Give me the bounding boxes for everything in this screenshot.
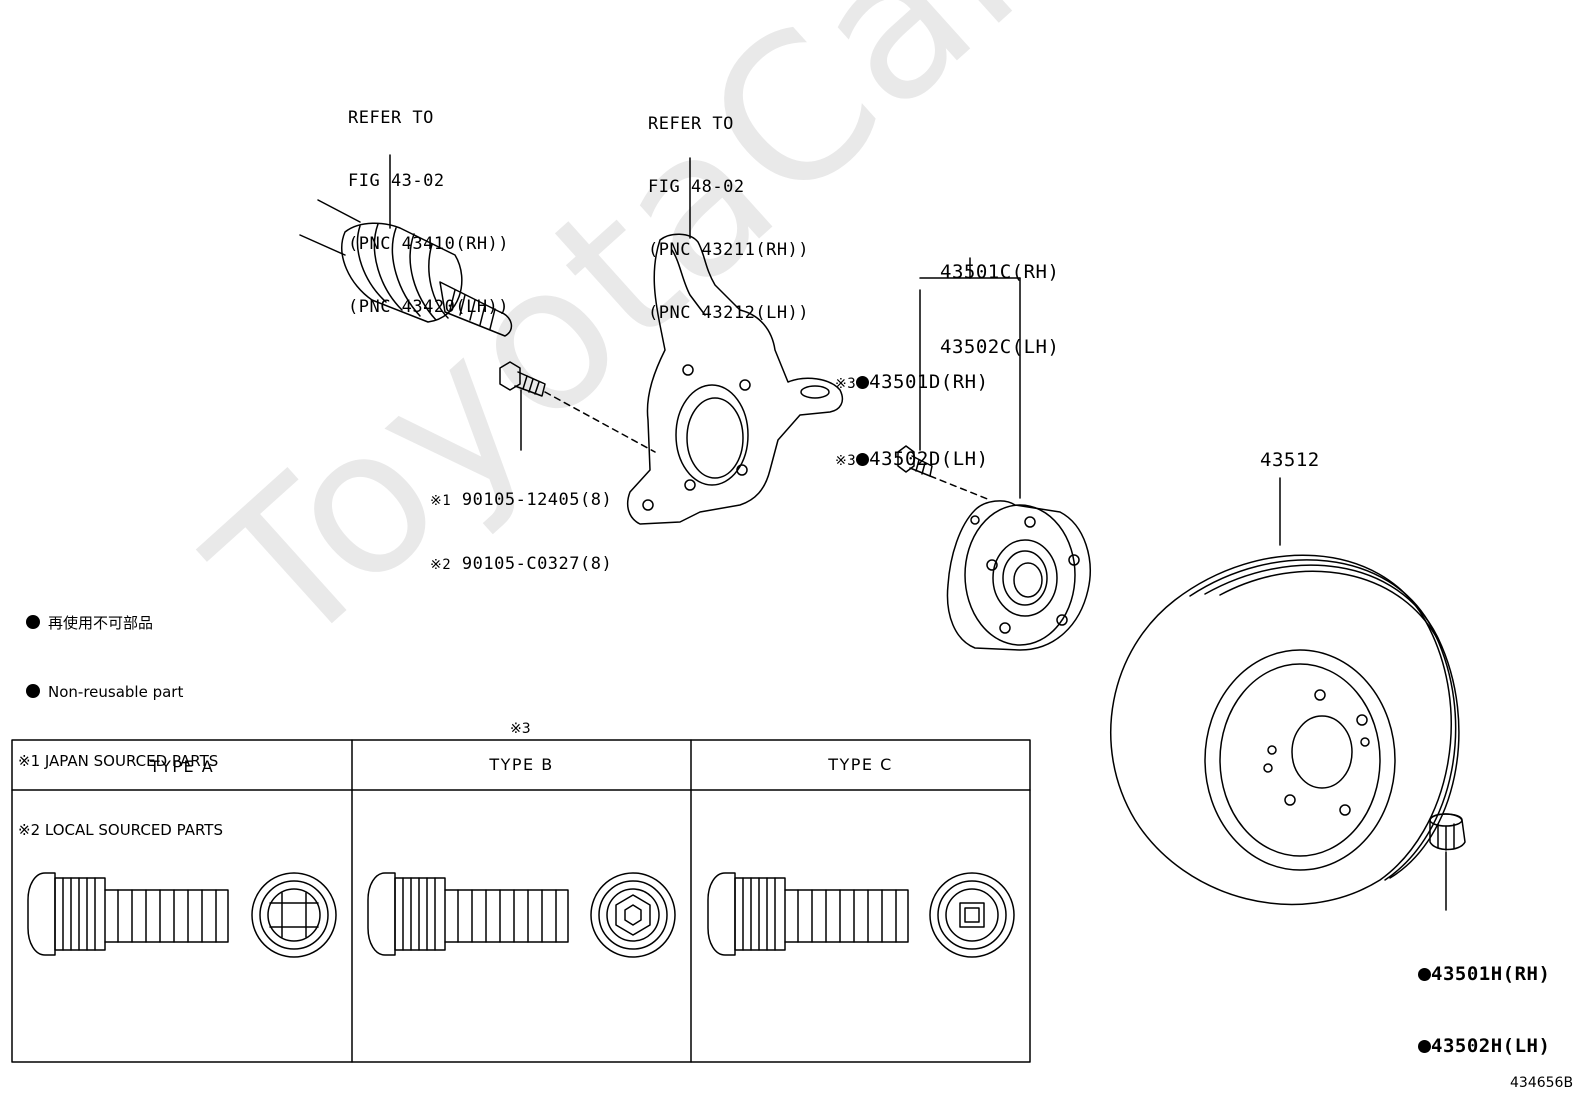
drive-shaft-callout: REFER TO FIG 43-02 (PNC 43410(RH)) (PNC … [348, 66, 509, 339]
part-number-90105-12405: 90105-12405(8) [461, 490, 613, 510]
knuckle-callout-line: (PNC 43211(RH)) [648, 240, 810, 260]
nonreusable-dot [26, 684, 40, 698]
drive-shaft-illustration [299, 154, 513, 337]
hub-bolt-illustration [897, 445, 991, 501]
bolt-illustration [499, 361, 656, 453]
stud-type-c [707, 872, 1015, 958]
legend-note-2: ※2 LOCAL SOURCED PARTS [18, 821, 223, 839]
steering-knuckle-illustration [627, 157, 844, 525]
type-b-header: TYPE B [489, 755, 554, 774]
part-number-43502c: 43502C(LH) [940, 336, 1060, 358]
bolt-callout: ※1 90105-12405(8) ※2 90105-C0327(8) [430, 448, 612, 597]
nonreusable-dot [856, 376, 870, 389]
nut-callout: 43501H(RH) 43502H(LH) [1418, 914, 1550, 1082]
type-table-grid [11, 739, 1031, 1063]
stud-type-a [27, 872, 337, 958]
legend-note-1: ※1 JAPAN SOURCED PARTS [18, 752, 219, 770]
type-c-header: TYPE C [828, 755, 893, 774]
brake-rotor-illustration [1110, 477, 1460, 906]
stud-type-b [367, 872, 676, 958]
legend: 再使用不可部品 Non-reusable part ※1 JAPAN SOURC… [18, 566, 223, 865]
part-number-43502h: 43502H(LH) [1431, 1035, 1551, 1057]
hub-sub-callout: ※3 43501D(RH) ※3 43502D(LH) [835, 320, 989, 499]
knuckle-callout-line: REFER TO [648, 114, 734, 134]
nonreusable-dot [26, 615, 40, 629]
knuckle-callout: REFER TO FIG 48-02 (PNC 43211(RH)) (PNC … [648, 72, 809, 345]
drive-shaft-callout-line: (PNC 43420(LH)) [348, 297, 510, 317]
legend-nonreusable-jp: 再使用不可部品 [48, 614, 154, 632]
note-mark: ※3 [835, 453, 857, 469]
part-number-43502d: 43502D(LH) [869, 448, 989, 470]
note-mark: ※1 [430, 493, 452, 509]
table-note-mark: ※3 [510, 721, 531, 737]
note-mark: ※3 [835, 376, 857, 392]
drive-shaft-callout-line: REFER TO [348, 108, 434, 128]
drive-shaft-callout-line: (PNC 43410(RH)) [348, 234, 510, 254]
nonreusable-dot [1418, 968, 1431, 981]
type-a-header: TYPE A [149, 757, 215, 776]
part-number-90105-c0327: 90105-C0327(8) [461, 554, 613, 574]
knuckle-callout-line: FIG 48-02 [648, 177, 745, 197]
part-number-43501h: 43501H(RH) [1431, 963, 1551, 985]
note-mark: ※2 [430, 557, 452, 573]
hub-bearing-illustration [919, 257, 1091, 651]
legend-nonreusable-en: Non-reusable part [48, 683, 184, 701]
nonreusable-dot [856, 453, 870, 466]
rotor-callout: 43512 [1260, 449, 1320, 471]
part-number-43501d: 43501D(RH) [869, 371, 989, 393]
drive-shaft-callout-line: FIG 43-02 [348, 171, 445, 191]
knuckle-callout-line: (PNC 43212(LH)) [648, 303, 810, 323]
nonreusable-dot [1418, 1040, 1431, 1053]
part-number-43501c: 43501C(RH) [940, 261, 1060, 283]
hub-assy-callout: 43501C(RH) 43502C(LH) [940, 210, 1059, 385]
hub-nut-illustration [1429, 813, 1466, 911]
figure-code: 434656B [1510, 1075, 1574, 1091]
